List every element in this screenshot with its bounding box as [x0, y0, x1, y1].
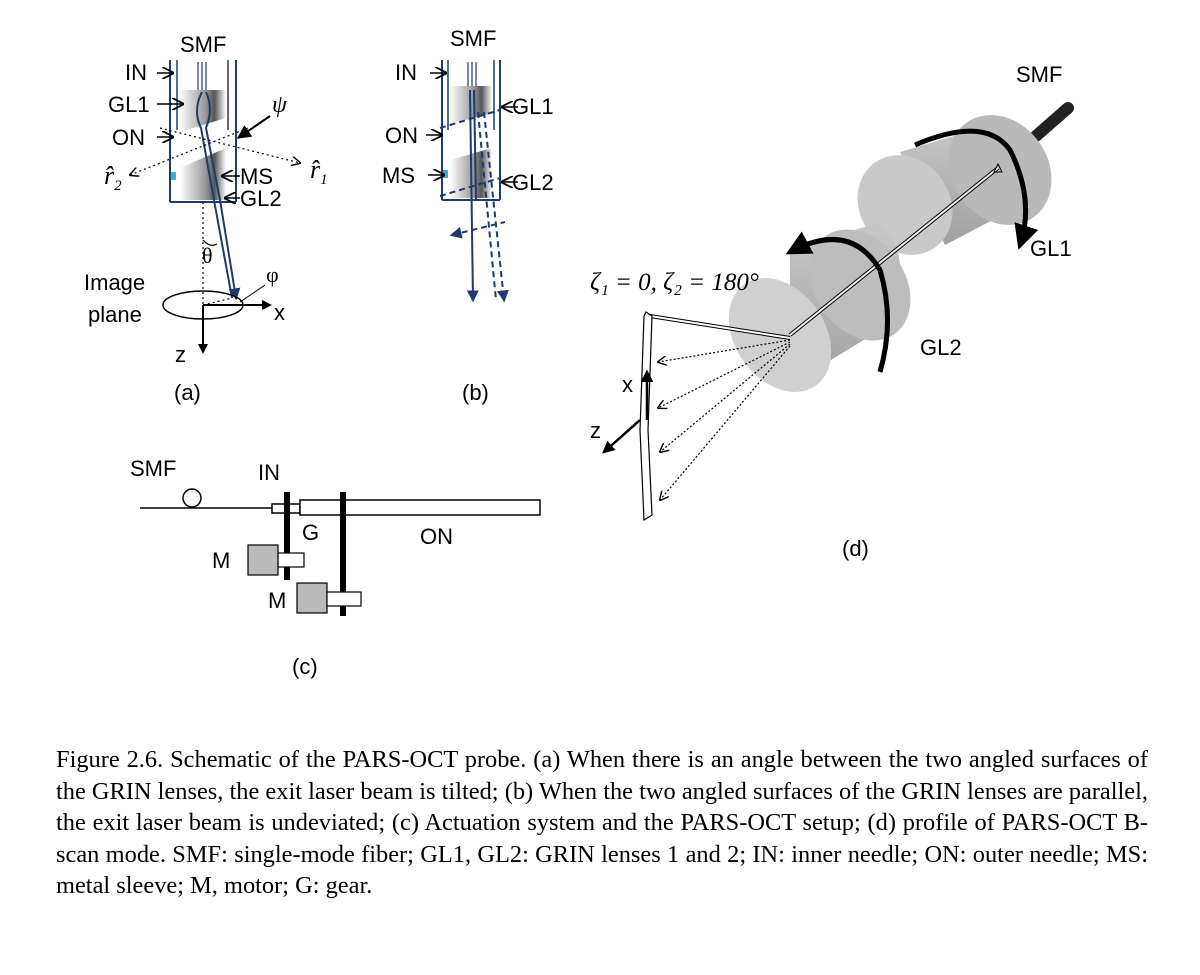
panel-c: SMF IN G ON M M (c) [130, 456, 541, 679]
a-gl2-label: GL2 [240, 186, 282, 211]
b-in-label: IN [395, 60, 417, 85]
a-phi-label: φ [266, 262, 279, 287]
a-in-label: IN [125, 60, 147, 85]
a-image-label: Image [84, 270, 145, 295]
a-on-label: ON [112, 125, 145, 150]
d-gl1-label: GL1 [1030, 236, 1072, 261]
a-ms-label: MS [240, 164, 273, 189]
gl1-cylinder [857, 115, 1052, 255]
c-in-label: IN [258, 460, 280, 485]
gl1-rotation-arrow [914, 128, 1039, 250]
metal-sleeve [171, 172, 176, 180]
fiber-loop [182, 488, 202, 508]
b-on-label: ON [385, 123, 418, 148]
b-panel-label: (b) [462, 380, 489, 405]
a-r2-label: r̂2 [104, 161, 122, 194]
panel-b: SMF IN GL1 ON MS GL2 (b) [382, 26, 554, 405]
c-m2-label: M [268, 588, 286, 613]
panel-a: SMF IN GL1 ON MS GL2 ψ r̂2 r̂1 θ φ Image… [84, 32, 328, 405]
a-theta-label: θ [202, 243, 213, 268]
c-on-label: ON [420, 524, 453, 549]
d-zeta-label: ζ₁ = 0, ζ₂ = 180° [590, 269, 759, 296]
b-ms-label: MS [382, 163, 415, 188]
d-smf-label: SMF [1016, 62, 1062, 87]
a-psi-label: ψ [272, 92, 288, 118]
a-plane-label: plane [88, 302, 142, 327]
d-panel-label: (d) [842, 536, 869, 561]
c-panel-label: (c) [292, 654, 318, 679]
d-gl2-label: GL2 [920, 335, 962, 360]
a-gl1-label: GL1 [108, 92, 150, 117]
b-gl2-label: GL2 [512, 170, 554, 195]
panel-d: SMF GL1 GL2 ζ₁ = 0, ζ₂ = 180° x z (d) [590, 62, 1074, 561]
gl2-lens [180, 148, 226, 200]
a-smf-label: SMF [180, 32, 226, 57]
b-smf-label: SMF [450, 26, 496, 51]
figure-caption: Figure 2.6. Schematic of the PARS-OCT pr… [56, 746, 1148, 900]
b-gl1-label: GL1 [512, 94, 554, 119]
d-z-label: z [590, 418, 601, 443]
c-m1-label: M [212, 548, 230, 573]
a-x-label: x [274, 300, 285, 325]
d-x-label: x [622, 372, 633, 397]
gear-2 [340, 492, 346, 616]
gl2-rotation-arrow [785, 231, 890, 373]
motor-2 [296, 582, 328, 614]
gear-1 [284, 492, 290, 580]
a-r1-label: r̂1 [310, 155, 328, 188]
a-panel-label: (a) [174, 380, 201, 405]
gl1-lens [180, 90, 226, 132]
c-smf-label: SMF [130, 456, 176, 481]
a-z-label: z [175, 342, 186, 367]
c-g-label: G [302, 520, 319, 545]
outer-needle-c [299, 499, 541, 516]
motor-1 [247, 544, 279, 576]
z-axis-d [602, 419, 641, 454]
